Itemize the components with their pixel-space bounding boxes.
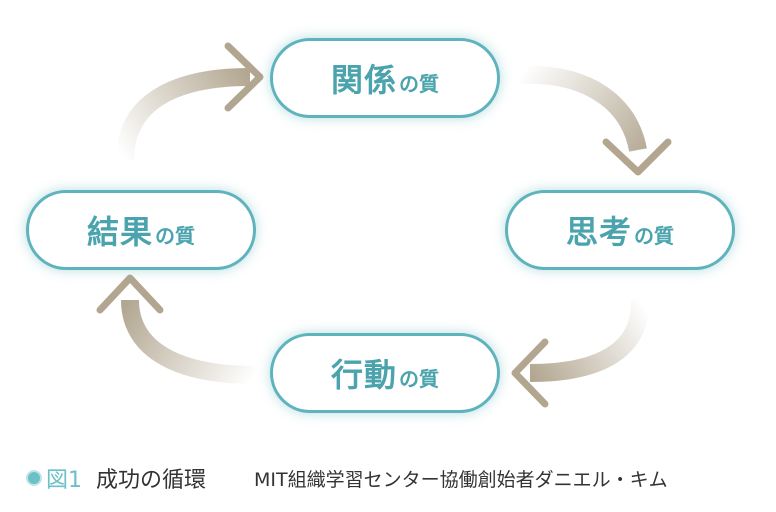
node-main-text: 行動	[330, 356, 397, 394]
arrow-thought-to-action	[511, 299, 650, 408]
arrow-action-to-result	[96, 274, 256, 384]
node-result-quality: 結果の質	[26, 190, 256, 270]
cycle-diagram	[96, 42, 672, 408]
figure-credit: MIT組織学習センター協働創始者ダニエル・キム	[254, 468, 668, 491]
node-relationship-quality: 関係の質	[270, 38, 500, 118]
node-thinking-quality: 思考の質	[505, 190, 735, 270]
node-action-quality: 行動の質	[270, 333, 500, 413]
node-sub-text: の質	[155, 223, 195, 248]
node-sub-text: の質	[634, 223, 674, 248]
figure-title: 成功の循環	[96, 468, 207, 493]
figure-caption: 図1 成功の循環 MIT組織学習センター協働創始者ダニエル・キム	[26, 458, 766, 498]
node-main-text: 思考	[565, 213, 632, 251]
node-main-text: 結果	[86, 213, 153, 251]
node-main-text: 関係	[330, 61, 397, 99]
figure-label: 図1	[46, 468, 82, 493]
arrow-result-to-relation	[116, 42, 264, 161]
node-sub-text: の質	[399, 71, 439, 96]
node-sub-text: の質	[399, 366, 439, 391]
arrow-relation-to-thought	[519, 65, 672, 176]
bullet-dot-icon	[26, 470, 42, 486]
